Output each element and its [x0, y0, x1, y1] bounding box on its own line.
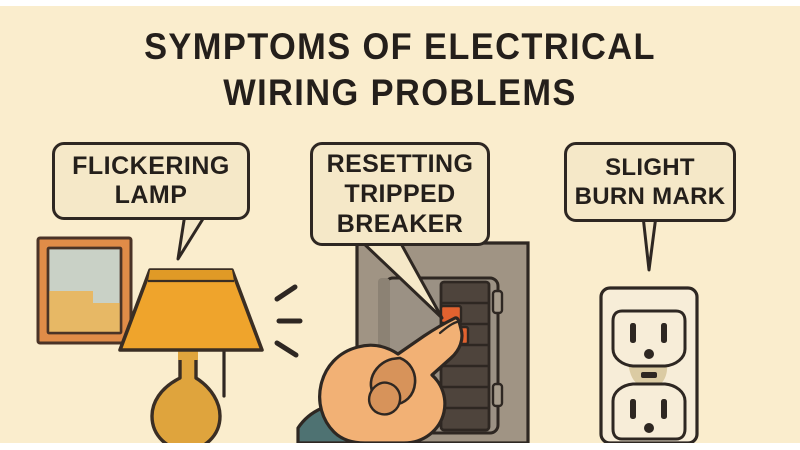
- lamp-illustration: [118, 268, 303, 443]
- lamp-base: [150, 349, 222, 443]
- callout-flickering-lamp-label: FLICKERING LAMP: [72, 152, 230, 209]
- receptacle-bottom-slot-left: [630, 399, 636, 419]
- receptacle-top-slot-right: [661, 323, 667, 343]
- callout-slight-burn-mark[interactable]: SLIGHT BURN MARK: [564, 142, 736, 222]
- callout-tail-burn-mark: [641, 214, 658, 272]
- breaker-panel-latch-top: [491, 289, 504, 315]
- callout-resetting-tripped-breaker-label: RESETTING TRIPPED BREAKER: [326, 150, 474, 238]
- callout-resetting-tripped-breaker[interactable]: RESETTING TRIPPED BREAKER: [310, 142, 490, 246]
- fingertip-line: [438, 320, 459, 335]
- callout-tail-flickering-lamp: [176, 212, 208, 261]
- picture-frame-illustration: [36, 236, 133, 345]
- receptacle-top: [611, 309, 687, 368]
- breaker-panel-latch-bottom: [491, 382, 504, 408]
- illustration-scene: [36, 212, 699, 443]
- page-title-line-1: SYMPTOMS OF ELECTRICAL: [144, 26, 656, 67]
- picture-frame-artwork-shape: [48, 291, 121, 333]
- picture-frame-inner-border: [46, 246, 123, 335]
- page-title: SYMPTOMS OF ELECTRICAL WIRING PROBLEMS: [28, 24, 772, 116]
- receptacle-bottom-body: [611, 382, 687, 441]
- outlet-illustration: [599, 286, 699, 443]
- receptacle-top-slot-left: [630, 323, 636, 343]
- hand-knuckle-2: [367, 381, 402, 416]
- callout-slight-burn-mark-label: SLIGHT BURN MARK: [574, 154, 726, 210]
- receptacle-bottom-ground-hole: [644, 423, 654, 433]
- callout-flickering-lamp[interactable]: FLICKERING LAMP: [52, 142, 250, 220]
- receptacle-bottom: [611, 382, 687, 441]
- artboard: SYMPTOMS OF ELECTRICAL WIRING PROBLEMS FL…: [0, 6, 800, 443]
- outlet-center-screw: [641, 372, 657, 378]
- hand-illustration: [296, 316, 464, 443]
- lamp-flicker-marks: [274, 284, 303, 358]
- lamp-shade-top-band: [148, 270, 234, 281]
- page-title-line-2: WIRING PROBLEMS: [223, 72, 577, 113]
- receptacle-bottom-slot-right: [661, 399, 667, 419]
- receptacle-top-ground-hole: [644, 349, 654, 359]
